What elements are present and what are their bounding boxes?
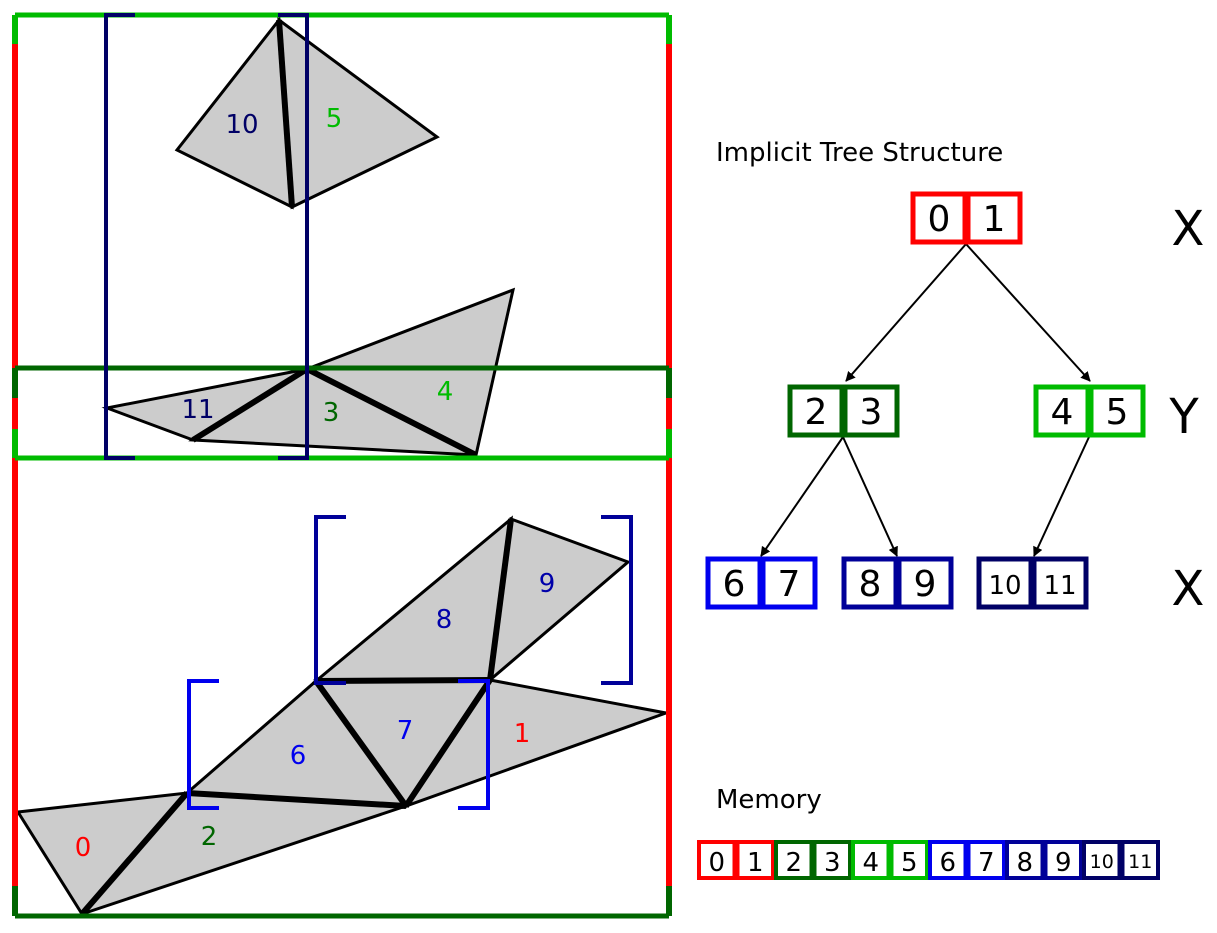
tri-label-11: 11 [181,395,214,425]
tri-label-1: 1 [514,719,531,749]
tree-cell: 7 [778,564,801,605]
tree-node-6-7: 6 7 [705,556,818,610]
tree-node-2-3: 2 3 [787,384,900,438]
memory-cell: 4 [851,840,891,880]
memory-cell: 7 [966,840,1006,880]
bbox-node-10-11 [104,13,309,460]
memory-cell-label: 0 [708,848,725,878]
memory-cell: 11 [1120,840,1160,880]
tri-label-2: 2 [201,822,218,852]
memory-cell-label: 2 [785,848,802,878]
tree-cell: 4 [1051,392,1074,433]
memory-cell-label: 6 [939,848,956,878]
memory-cell-label: 11 [1128,851,1152,873]
memory-cell-label: 4 [862,848,879,878]
triangle-labels: 10 5 11 3 4 9 8 7 6 1 2 0 [75,104,556,863]
tree-cell: 6 [723,564,746,605]
memory-cell-label: 9 [1055,848,1072,878]
tree-node-4-5: 4 5 [1033,384,1146,438]
tree-cell: 11 [1043,571,1076,601]
tri-label-5: 5 [326,104,343,134]
axis-level-0: X [1172,201,1205,257]
tri-label-0: 0 [75,833,92,863]
memory-cell-label: 8 [1016,848,1033,878]
bbox-node-6-7 [187,679,490,810]
tri-label-7: 7 [397,716,414,746]
tree-cell: 8 [859,564,882,605]
memory-cell: 3 [812,840,852,880]
tree-title: Implicit Tree Structure [716,138,1003,168]
triangle-mesh [15,16,672,918]
bbox-node-8-9 [314,515,633,685]
memory-cell-label: 1 [747,848,764,878]
triangle-5 [277,16,440,210]
tree-cell: 0 [928,199,951,240]
memory-cell-label: 3 [824,848,841,878]
tree-cell: 9 [914,564,937,605]
memory-cell: 1 [735,840,775,880]
memory-cell: 5 [889,840,929,880]
tree-cell: 2 [805,392,828,433]
memory-cell: 10 [1082,840,1122,880]
axis-level-2: X [1172,561,1205,617]
tree-cell: 10 [988,571,1021,601]
tree-cell: 5 [1106,392,1129,433]
memory-cell: 2 [774,840,814,880]
bbox-node-2-3 [12,365,672,919]
tree-node-0-1: 0 1 [910,191,1023,245]
axis-level-1: Y [1168,389,1199,445]
tree-cell: 1 [983,199,1006,240]
tri-label-8: 8 [436,605,453,635]
tree-cell: 3 [860,392,883,433]
memory-cell: 9 [1043,840,1083,880]
tri-label-3: 3 [323,398,340,428]
memory-cell-label: 10 [1090,851,1114,873]
tri-label-4: 4 [437,377,454,407]
memory-cell: 6 [928,840,968,880]
triangle-8 [311,515,513,683]
memory-title: Memory [716,785,822,815]
tree-node-8-9: 8 9 [841,556,954,610]
memory-cell: 8 [1005,840,1045,880]
tree-edges [760,243,1091,557]
tree-node-10-11: 10 11 [976,556,1089,610]
tri-label-9: 9 [539,569,556,599]
memory-cell-label: 5 [901,848,918,878]
memory-cell-label: 7 [978,848,995,878]
tri-label-10: 10 [225,110,258,140]
tri-label-6: 6 [290,741,307,771]
memory-cell: 0 [697,840,737,880]
